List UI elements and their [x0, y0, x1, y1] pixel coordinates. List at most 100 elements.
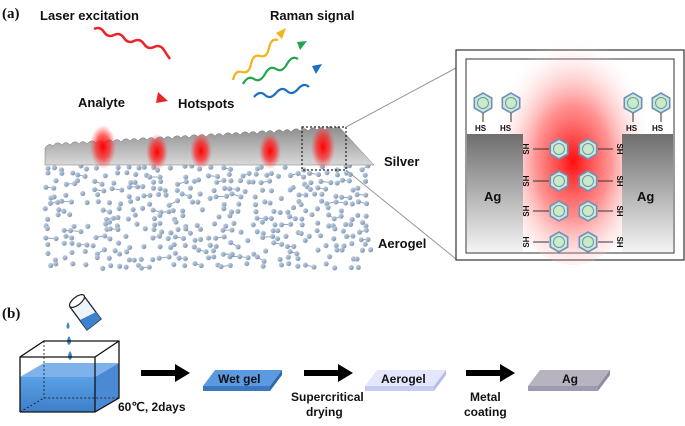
aerogel-bead [278, 262, 285, 268]
benzene-molecule [578, 231, 598, 253]
aerogel-bead [315, 247, 321, 253]
aerogel-bead [221, 201, 227, 208]
aerogel-bead [343, 233, 350, 239]
aerogel-bead [136, 165, 142, 171]
aerogel-bead [106, 199, 113, 206]
aerogel-bead [123, 264, 129, 270]
hs-label: HS [626, 124, 638, 133]
aerogel-bead [165, 235, 171, 242]
aerogel-bead [227, 262, 233, 268]
sh-label-right: SH [615, 236, 624, 247]
aerogel-bead [338, 194, 345, 200]
aerogel-bead [107, 209, 113, 215]
aerogel-bead [221, 165, 227, 171]
aerogel-bead [359, 247, 366, 253]
aerogel-bead [218, 263, 224, 270]
aerogel-bead [115, 214, 121, 221]
aerogel-bead [56, 207, 62, 213]
aerogel-bead [295, 170, 301, 176]
aerogel-bead [207, 242, 213, 248]
aerogel-bead [354, 256, 360, 262]
aerogel-bead [231, 220, 237, 226]
aerogel-bead [211, 254, 217, 260]
aerogel-bead [302, 262, 308, 268]
aerogel-bead [141, 243, 147, 250]
aerogel-bead [284, 243, 290, 250]
aerogel-bead [328, 179, 334, 186]
zoom-line [345, 67, 457, 128]
aerogel-bead [102, 173, 108, 179]
aerogel-bead [350, 187, 356, 193]
aerogel-bead [43, 184, 49, 190]
step3-line2: coating [464, 405, 507, 419]
aerogel-bead [194, 222, 200, 228]
aerogel-bead [298, 201, 304, 208]
aerogel-bead [269, 233, 276, 240]
aerogel-bead [323, 261, 329, 267]
aerogel-bead [150, 185, 156, 191]
aerogel-bead [53, 178, 59, 184]
aerogel-bead [258, 164, 264, 170]
aerogel-bead [106, 255, 112, 261]
aerogel-bead [226, 171, 232, 177]
step2-line1: Supercritical [291, 390, 364, 404]
aerogel-bead [59, 198, 65, 204]
aerogel-bead [309, 211, 315, 218]
aerogel-bead [127, 198, 134, 204]
aerogel-bead [61, 227, 67, 233]
aerogel-bead [151, 222, 158, 228]
aerogel-bead [117, 263, 123, 269]
aerogel-bead [262, 248, 269, 254]
aerogel-bead [191, 178, 197, 184]
aerogel-bead [61, 208, 67, 214]
aerogel-bead [331, 216, 337, 222]
aerogel-bead [94, 254, 100, 261]
aerogel-bead [287, 248, 293, 255]
aerogel-bead [166, 209, 172, 215]
benzene-molecule [549, 231, 569, 253]
aerogel-bead [274, 236, 281, 242]
aerogel-bead [125, 216, 131, 222]
aerogel-bead [362, 178, 369, 184]
aerogel-bead [182, 255, 188, 262]
step3-line1: Metal [470, 390, 501, 404]
aerogel-bead [150, 235, 156, 241]
aerogel-bead [155, 191, 162, 197]
sh-label-right: SH [615, 143, 624, 154]
aerogel-bead [324, 170, 330, 176]
aerogel-bead [252, 194, 258, 200]
aerogel-bead [338, 213, 344, 219]
aerogel-bead [290, 204, 297, 211]
raman-arrow-blue [253, 64, 322, 99]
aerogel-bead [191, 244, 197, 250]
aerogel-bead [278, 241, 285, 247]
aerogel-bead [147, 192, 153, 198]
aerogel-bead [197, 226, 204, 232]
aerogel-bead [195, 199, 201, 205]
aerogel-bead [100, 265, 106, 271]
aerogel-bead [92, 178, 98, 184]
aerogel-bead [318, 198, 325, 204]
aerogel-bead [106, 219, 113, 225]
aerogel-bead [306, 170, 313, 176]
aerogel-bead [162, 187, 168, 194]
aerogel-bead [111, 180, 117, 186]
hs-label: HS [652, 124, 664, 133]
step2-line2: drying [306, 405, 343, 419]
ag-slab [528, 370, 610, 391]
aerogel-bead [70, 170, 76, 176]
aerogel-bead [228, 178, 234, 184]
aerogel-bead [45, 170, 51, 176]
aerogel-bead [167, 165, 173, 171]
aerogel-bead [286, 213, 293, 220]
aerogel-bead [317, 233, 324, 239]
hotspot-glow [498, 35, 648, 265]
aerogel-bead [126, 193, 132, 200]
aerogel-bead [341, 243, 347, 249]
aerogel-bead [126, 184, 132, 190]
aerogel-bead [246, 170, 252, 176]
aerogel-bead [286, 260, 292, 267]
aerogel-bead [333, 199, 339, 205]
aerogel-bead [42, 205, 48, 212]
